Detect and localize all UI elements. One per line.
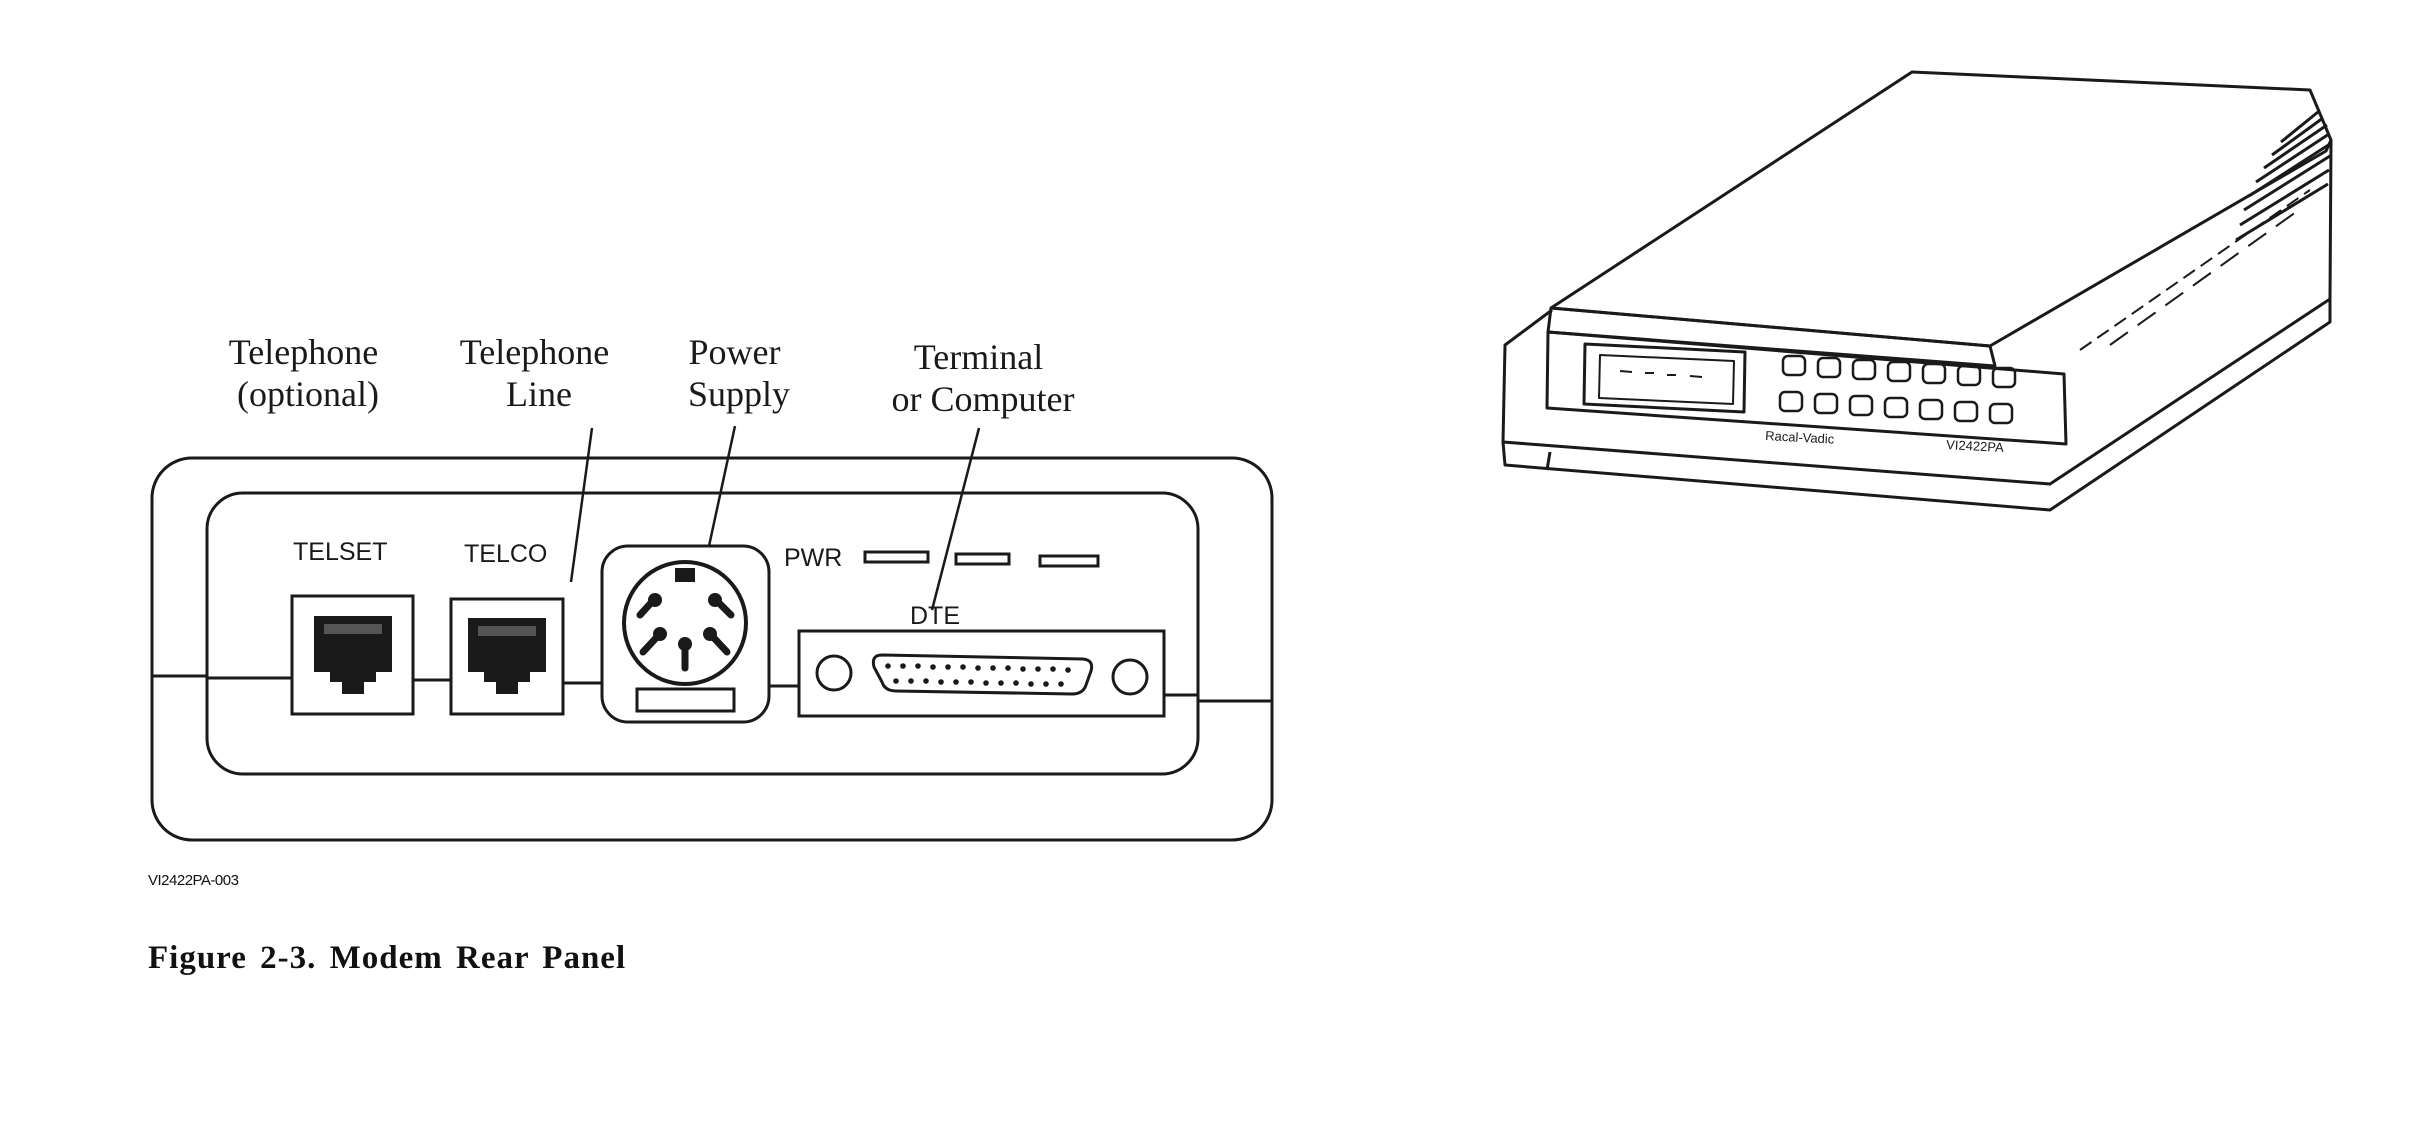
callout-line: Supply (688, 374, 790, 414)
din-pin-heads (648, 593, 722, 651)
power-connector-housing (600, 544, 771, 724)
modem-top-groove (2109, 211, 2297, 346)
indicator-slot (954, 552, 1011, 566)
callout-line: Terminal (914, 337, 1043, 377)
modem-button (1921, 362, 1947, 385)
modem-brand-label: Racal-Vadic (1765, 428, 1835, 447)
callout-terminal-computer: Terminal or Computer (892, 337, 1075, 419)
leader-line-dte (930, 427, 981, 611)
modem-button (1991, 366, 2017, 389)
modem-front-buttons (1778, 354, 2017, 425)
indicator-slot (863, 550, 930, 564)
figure-id-code: VI2422PA-003 (148, 872, 239, 889)
label-telco: TELCO (464, 540, 547, 568)
modem-model-label: VI2422PA (1946, 437, 2005, 455)
telset-jack-socket (314, 616, 392, 694)
callout-line: Telephone (460, 332, 609, 372)
modem-front-edge (1546, 306, 1997, 368)
panel-inner-recess (205, 491, 1200, 776)
callout-power-supply: Power Supply (688, 332, 790, 414)
modem-button (1781, 354, 1807, 377)
label-dte: DTE (910, 602, 960, 630)
modem-top-surface (1549, 70, 2333, 348)
modem-display-segments (1619, 370, 1703, 378)
modem-button (1956, 364, 1982, 387)
modem-button (1883, 396, 1909, 419)
din-pin (639, 634, 660, 656)
telco-jack (449, 597, 565, 716)
power-connector (600, 544, 771, 724)
din-key (675, 568, 695, 582)
label-pwr: PWR (784, 544, 842, 572)
figure-caption: Figure 2-3. Modem Rear Panel (148, 940, 627, 976)
rear-panel (150, 456, 1274, 842)
telco-jack-frame (449, 597, 565, 716)
dte-connector (797, 629, 1166, 718)
din-pin (716, 600, 735, 619)
power-label-plate (635, 687, 736, 713)
db25-shell (871, 653, 1094, 696)
modem-button (1813, 392, 1839, 415)
telset-jack-contacts (324, 624, 382, 634)
telco-jack-contacts (478, 626, 536, 636)
dte-screw-right (1111, 658, 1149, 696)
modem-front-bezel (1545, 330, 2068, 446)
modem-vent-grille (2235, 110, 2331, 242)
indicator-slot (1038, 554, 1100, 568)
modem-button (1886, 360, 1912, 383)
telset-jack (290, 594, 415, 716)
modem-base-outline (1501, 299, 2332, 512)
callout-line: or Computer (892, 379, 1075, 419)
modem-display-inner (1598, 354, 1735, 405)
dte-connector-plate (797, 629, 1166, 718)
leader-line-telco (569, 427, 594, 583)
modem-button (1988, 402, 2014, 425)
modem-button (1953, 400, 1979, 423)
modem-illustration (1501, 70, 2333, 512)
leader-lines (569, 425, 981, 611)
din-pins (636, 600, 735, 672)
pwr-indicator-slots (863, 550, 1100, 568)
panel-outer-housing (150, 456, 1274, 842)
modem-button (1918, 398, 1944, 421)
modem-body-outline (1501, 139, 2333, 486)
modem-button (1851, 358, 1877, 381)
din-pin (636, 600, 654, 619)
modem-button (1816, 356, 1842, 379)
modem-button (1848, 394, 1874, 417)
callout-line: (optional) (237, 374, 379, 414)
din-socket (622, 560, 748, 686)
label-telset: TELSET (293, 538, 387, 566)
leader-line-power (707, 425, 737, 547)
callout-telephone-optional: Telephone (optional) (229, 332, 387, 414)
modem-base-seam (1545, 451, 1552, 471)
callout-line: Line (506, 374, 572, 414)
telset-jack-frame (290, 594, 415, 716)
dte-screw-left (815, 654, 853, 692)
callout-line: Power (689, 332, 781, 372)
db25-pins (885, 663, 1071, 687)
din-pin (710, 634, 731, 656)
callout-telephone-line: Telephone Line (460, 332, 618, 414)
modem-button (1778, 390, 1804, 413)
modem-display-outer (1582, 342, 1747, 414)
callout-line: Telephone (229, 332, 378, 372)
telco-jack-socket (468, 618, 546, 694)
